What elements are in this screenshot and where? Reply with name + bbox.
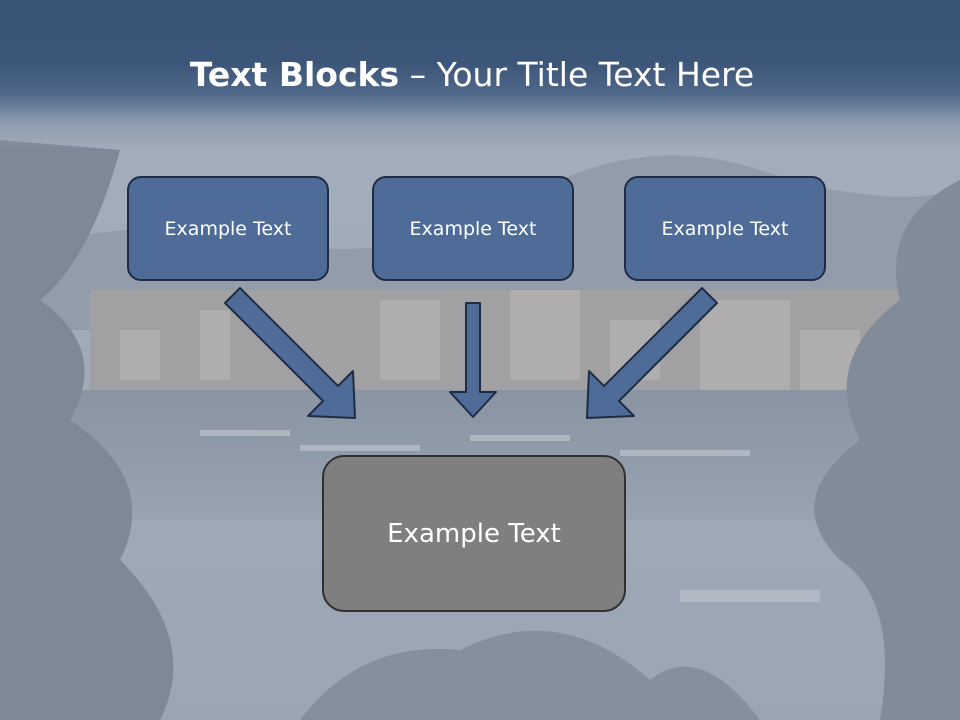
arrow-left-diagonal <box>224 287 356 419</box>
arrow-right-diagonal <box>586 287 718 419</box>
text-block-label: Example Text <box>409 217 537 240</box>
title-rest-text: – Your Title Text Here <box>399 55 755 94</box>
text-block-top-left[interactable]: Example Text <box>127 176 329 281</box>
text-block-label: Example Text <box>661 217 789 240</box>
text-block-label: Example Text <box>164 217 292 240</box>
title-bold-text: Text Blocks <box>189 55 400 94</box>
text-block-top-center[interactable]: Example Text <box>372 176 574 281</box>
title-bar: Text Blocks – Your Title Text Here <box>0 0 960 150</box>
slide-title: Text Blocks – Your Title Text Here <box>0 52 944 98</box>
arrow-center-down <box>449 302 497 418</box>
text-block-top-right[interactable]: Example Text <box>624 176 826 281</box>
text-block-label: Example Text <box>387 518 561 549</box>
text-block-bottom[interactable]: Example Text <box>322 455 626 612</box>
